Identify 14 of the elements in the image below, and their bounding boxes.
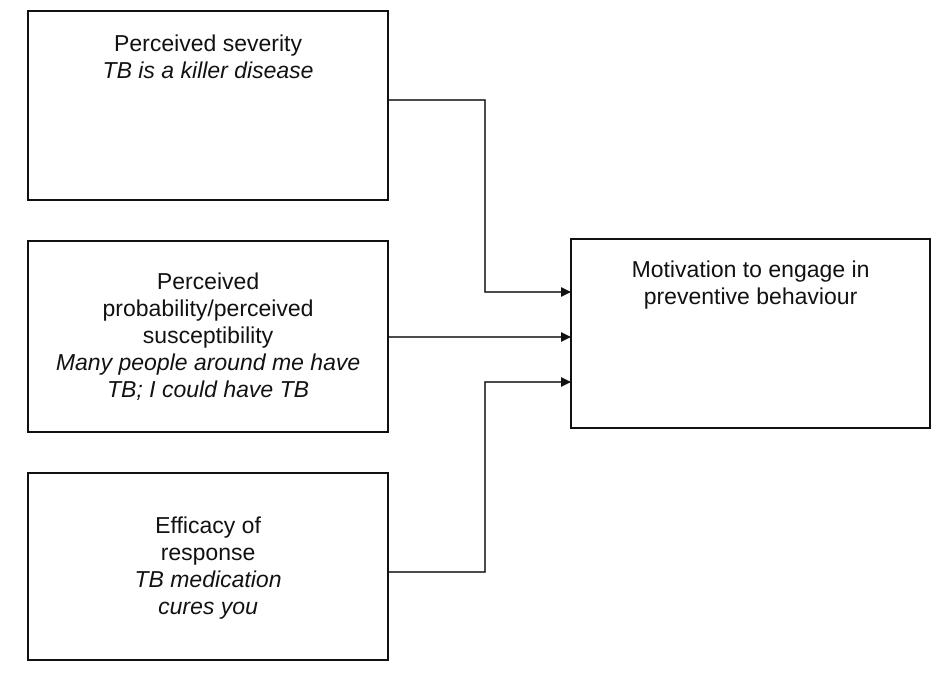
arrow: [389, 377, 571, 573]
concept-title: Perceived severity: [114, 30, 302, 57]
concept-title: Efficacy of response: [154, 512, 262, 566]
concept-box: [27, 10, 389, 201]
example-text: TB medication cures you: [133, 566, 282, 620]
concept-title: Motivation to engage in preventive behaviour: [630, 256, 870, 310]
concept-box: [27, 240, 389, 433]
concept-title: Perceived probability/perceived susceptibility: [102, 268, 314, 349]
arrow: [389, 99, 571, 297]
example-text: Many people around me have TB; I could have TB: [54, 349, 362, 403]
concept-box: [27, 472, 389, 661]
arrow: [389, 332, 571, 342]
example-text: TB is a killer disease: [102, 57, 314, 84]
concept-box: [570, 238, 931, 429]
